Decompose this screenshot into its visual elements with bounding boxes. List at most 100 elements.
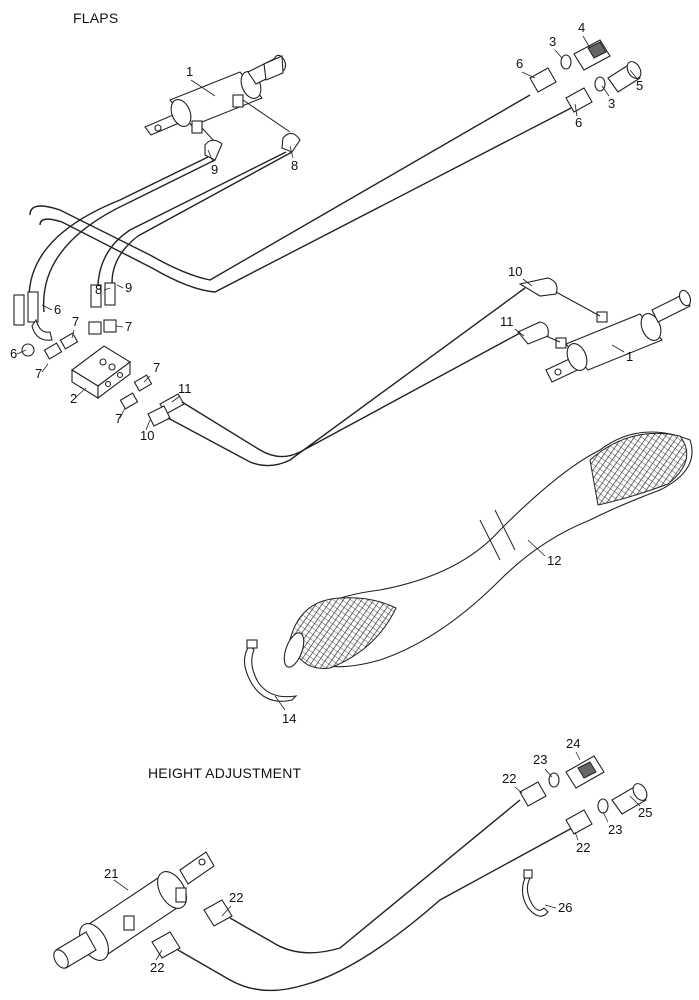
leader-line-c3a	[554, 49, 563, 59]
leader-line-c1a	[190, 79, 216, 97]
fitting-22-mid-right	[565, 809, 593, 835]
hose-top-left-to-right-a	[28, 156, 209, 311]
link-right-b	[545, 335, 561, 343]
section-title-height-adjustment: HEIGHT ADJUSTMENT	[148, 765, 302, 781]
callout-c1a: 1	[186, 64, 193, 79]
callout-c11a: 11	[178, 381, 192, 396]
leader-line-c7a	[71, 329, 75, 339]
manifold-block	[71, 345, 131, 400]
callout-c7b: 7	[125, 319, 132, 334]
section-title-flaps: FLAPS	[73, 10, 119, 26]
callout-c8b: 8	[95, 282, 102, 297]
height-hose-a	[229, 799, 521, 954]
hose-main-long-a	[29, 94, 531, 281]
elbow-10-right	[518, 277, 558, 297]
callout-c7c: 7	[35, 366, 42, 381]
hose-link-b	[201, 127, 216, 143]
elbow-6-left	[13, 291, 53, 341]
leader-line-c1b	[611, 344, 625, 353]
leader-line-c7b	[115, 325, 124, 328]
leader-line-c7d	[143, 375, 151, 383]
fitting-10-left	[147, 405, 171, 427]
coupler-24	[565, 755, 605, 789]
leader-line-c11b	[514, 328, 525, 337]
leader-line-c22d	[155, 949, 163, 961]
elbow-fitting-8-top	[281, 132, 301, 153]
leader-line-c4	[582, 35, 591, 49]
callout-c10a: 10	[140, 428, 154, 443]
leader-line-c6d	[16, 349, 27, 355]
callout-c22b: 22	[576, 840, 590, 855]
callout-c23a: 23	[533, 752, 547, 767]
callout-c9b: 9	[125, 280, 132, 295]
callout-c6c: 6	[54, 302, 61, 317]
flaps-cylinder-right	[545, 289, 692, 383]
callout-c12: 12	[547, 553, 561, 568]
fitting-22-upper	[203, 899, 233, 927]
hose-link-a	[242, 99, 291, 133]
callout-c3a: 3	[549, 34, 556, 49]
leader-line-c10a	[145, 419, 151, 431]
washer-3-top	[560, 54, 572, 70]
leader-line-c21	[113, 879, 129, 891]
height-hose-b	[177, 827, 573, 992]
callout-c22d: 22	[150, 960, 164, 975]
hose-sleeve	[283, 431, 693, 669]
leader-line-c8b	[103, 287, 111, 291]
leader-line-c2	[75, 387, 87, 398]
fitting-6-left-low	[21, 343, 35, 357]
leader-line-c22a	[514, 786, 523, 794]
elbow-fitting-9-top	[204, 139, 223, 161]
hose-from-8-top-b	[111, 151, 293, 284]
leader-line-c7e	[119, 407, 126, 419]
callout-c21: 21	[104, 866, 118, 881]
leader-line-c6a	[521, 71, 536, 79]
hose-11-a	[181, 332, 521, 458]
fitting-6-mid	[565, 87, 593, 113]
callout-c6b: 6	[575, 115, 582, 130]
hose-top-left-to-right-b	[42, 159, 216, 313]
callout-c3b: 3	[608, 96, 615, 111]
cable-tie-26	[521, 869, 549, 917]
height-cylinder	[53, 851, 215, 969]
callout-c22c: 22	[229, 890, 243, 905]
fitting-6-top	[529, 67, 557, 93]
hose-from-8-top-a	[97, 151, 287, 286]
callout-c11b: 11	[500, 314, 514, 329]
leader-line-c11a	[171, 395, 181, 403]
leader-line-c9b	[116, 284, 124, 289]
hose-10-a	[167, 287, 526, 467]
leader-line-c23a	[544, 768, 553, 778]
leader-line-c3b	[601, 85, 610, 97]
callout-c5: 5	[636, 78, 643, 93]
leader-line-c12	[527, 539, 546, 557]
callout-c8a: 8	[291, 158, 298, 173]
leader-line-c5	[629, 69, 639, 81]
hose-main-long-b	[39, 105, 576, 293]
callout-c2: 2	[70, 391, 77, 406]
callout-c25: 25	[638, 805, 652, 820]
leader-line-c6b	[574, 103, 578, 117]
coupler-4	[573, 39, 611, 71]
callout-c7a: 7	[72, 314, 79, 329]
callout-c1b: 1	[626, 349, 633, 364]
callout-c10b: 10	[508, 264, 522, 279]
leader-line-c9a	[207, 149, 214, 163]
leader-line-c25	[629, 795, 641, 807]
leader-line-c7c	[41, 363, 49, 373]
washer-23-mid	[597, 798, 609, 814]
callout-c4: 4	[578, 20, 585, 35]
fitting-22-top-right	[519, 781, 547, 807]
flaps-cylinder-top	[144, 54, 287, 136]
callout-c22a: 22	[502, 771, 516, 786]
leader-line-c14	[274, 695, 286, 711]
leader-line-c23b	[602, 811, 609, 823]
callout-c14: 14	[282, 711, 296, 726]
callout-c6a: 6	[516, 56, 523, 71]
fitting-8-manifold	[88, 284, 102, 335]
callout-c6d: 6	[10, 346, 17, 361]
leader-line-c24	[575, 751, 581, 761]
callout-c9a: 9	[211, 162, 218, 177]
